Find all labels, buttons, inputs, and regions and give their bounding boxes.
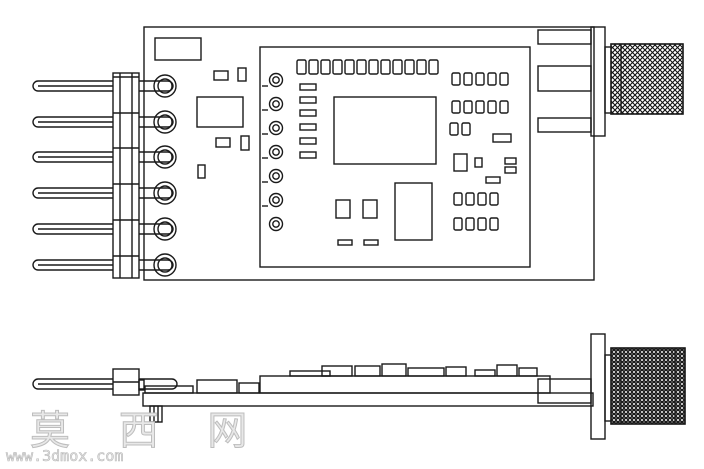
header-pin bbox=[32, 223, 113, 235]
via-pad bbox=[268, 96, 284, 112]
via-hole bbox=[272, 196, 280, 204]
header-pad bbox=[153, 110, 177, 134]
rf-module-shield bbox=[259, 46, 531, 268]
via-hole bbox=[272, 124, 280, 132]
module-pad bbox=[362, 199, 378, 219]
header-pad bbox=[153, 217, 177, 241]
header-pin bbox=[32, 187, 113, 199]
module-side-pad bbox=[477, 192, 487, 206]
module-top-pad bbox=[320, 59, 331, 75]
module-side-pad bbox=[465, 217, 475, 231]
header-pin bbox=[32, 116, 113, 128]
module-top-pad bbox=[308, 59, 319, 75]
module-side-pad bbox=[453, 192, 463, 206]
header-pin-stub bbox=[139, 187, 174, 199]
module-top-pad bbox=[428, 59, 439, 75]
via-pad bbox=[268, 144, 284, 160]
header-pad-hole bbox=[157, 78, 173, 94]
header-pin-stub bbox=[139, 259, 174, 271]
header-pin bbox=[32, 151, 113, 163]
header-pin-stub bbox=[139, 80, 174, 92]
via-hole bbox=[272, 100, 280, 108]
module-side bbox=[259, 375, 551, 394]
module-top-pad bbox=[332, 59, 343, 75]
header-pad-hole bbox=[157, 185, 173, 201]
corner-pad bbox=[154, 37, 202, 61]
module-top-pad bbox=[368, 59, 379, 75]
sma-connector-side bbox=[537, 333, 686, 440]
module-side-pad bbox=[489, 217, 499, 231]
left-ic bbox=[196, 96, 244, 128]
module-side-pad bbox=[463, 72, 473, 86]
top-view bbox=[32, 26, 684, 281]
header-solder-pads bbox=[153, 74, 177, 277]
module-side-pad bbox=[453, 217, 463, 231]
header-pad bbox=[153, 181, 177, 205]
module-side-pad bbox=[499, 100, 509, 114]
module-top-pad bbox=[344, 59, 355, 75]
watermark-url: www.3dmox.com bbox=[6, 447, 124, 466]
module-side-pad bbox=[451, 72, 461, 86]
module-top-pad bbox=[296, 59, 307, 75]
via-pad bbox=[268, 72, 284, 88]
pin-header-body bbox=[112, 72, 140, 279]
module-side-pad bbox=[487, 72, 497, 86]
via-hole bbox=[272, 172, 280, 180]
module-top-pad-row bbox=[296, 59, 439, 75]
header-pad bbox=[153, 253, 177, 277]
via-hole bbox=[272, 220, 280, 228]
module-side-pad bbox=[489, 192, 499, 206]
header-pin-stub bbox=[139, 151, 174, 163]
header-pin-stub bbox=[139, 116, 174, 128]
module-large-part bbox=[394, 182, 433, 241]
via-hole bbox=[272, 148, 280, 156]
via-pad bbox=[268, 120, 284, 136]
sma-connector-top bbox=[537, 26, 684, 137]
header-pin bbox=[32, 80, 113, 92]
via-pad bbox=[268, 216, 284, 232]
via-hole bbox=[272, 76, 280, 84]
via-pad-column bbox=[262, 72, 284, 232]
module-side-pad bbox=[477, 217, 487, 231]
module-side-pad bbox=[465, 192, 475, 206]
module-top-pad bbox=[356, 59, 367, 75]
module-side-pad bbox=[449, 122, 459, 136]
module-side-pad bbox=[487, 100, 497, 114]
module-side-pad bbox=[461, 122, 471, 136]
sma-flange-side bbox=[590, 333, 606, 440]
module-side-pad bbox=[451, 100, 461, 114]
watermark-chinese: 莫 西 网 bbox=[29, 408, 266, 455]
module-main-chip bbox=[333, 96, 437, 165]
module-side-pad bbox=[499, 72, 509, 86]
header-pin bbox=[32, 259, 113, 271]
header-pad-hole bbox=[157, 257, 173, 273]
module-top-pad bbox=[392, 59, 403, 75]
module-top-pad bbox=[416, 59, 427, 75]
module-side-pad bbox=[475, 100, 485, 114]
header-pad bbox=[153, 145, 177, 169]
module-top-pad bbox=[404, 59, 415, 75]
header-pad bbox=[153, 74, 177, 98]
header-pad-hole bbox=[157, 114, 173, 130]
module-side-pad bbox=[475, 72, 485, 86]
module-right-pads bbox=[449, 72, 509, 231]
module-top-pad bbox=[380, 59, 391, 75]
via-pad bbox=[268, 168, 284, 184]
sma-flange bbox=[590, 26, 606, 137]
pin-header-pins bbox=[32, 76, 174, 271]
header-pin-stub bbox=[139, 223, 174, 235]
header-pad-hole bbox=[157, 149, 173, 165]
side-view bbox=[32, 333, 686, 440]
module-side-pad bbox=[463, 100, 473, 114]
header-pad-hole bbox=[157, 221, 173, 237]
pcb-outline bbox=[143, 26, 595, 281]
module-pad bbox=[335, 199, 351, 219]
via-pad bbox=[268, 192, 284, 208]
